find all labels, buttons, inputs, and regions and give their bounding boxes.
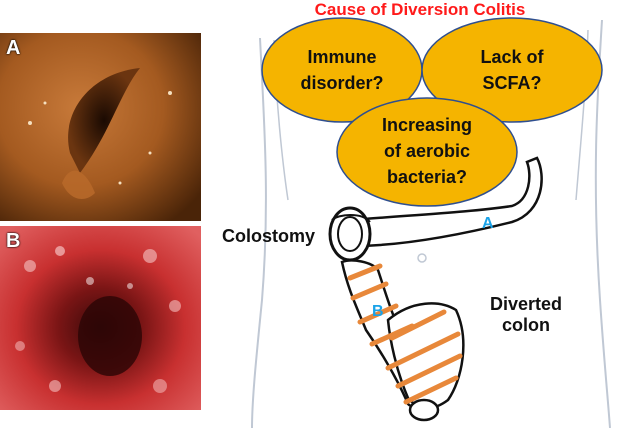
torso-outline <box>251 37 267 428</box>
cause-scfa: Lack of SCFA? <box>452 44 572 96</box>
colostomy-label: Colostomy <box>222 226 316 246</box>
cause-aerobic-line3: bacteria? <box>386 167 468 187</box>
photo-b-label: B <box>6 230 21 252</box>
colon-segment-a <box>351 156 543 248</box>
cause-scfa-line2: SCFA? <box>482 73 542 93</box>
navel <box>417 253 427 263</box>
cause-immune: Immune disorder? <box>282 44 402 96</box>
inflammation-stripes <box>347 263 463 405</box>
cause-immune-line2: disorder? <box>300 73 384 93</box>
segment-a-label: A <box>482 215 494 232</box>
abdomen-diagram <box>251 17 611 428</box>
diverted-colon-label: Diverted colon <box>486 294 566 336</box>
cause-scfa-line1: Lack of <box>480 47 544 67</box>
cause-aerobic-line1: Increasing <box>381 115 473 135</box>
cause-immune-line1: Immune <box>307 47 377 67</box>
cause-bubbles <box>261 17 603 207</box>
cause-aerobic-line2: of aerobic <box>383 141 471 161</box>
endoscopy-photo-b: B <box>0 226 201 410</box>
bubble-scfa <box>421 17 603 123</box>
diagram-title: Cause of Diversion Colitis <box>314 0 526 19</box>
cause-aerobic: Increasing of aerobic bacteria? <box>357 112 497 190</box>
diverted-label-line2: colon <box>502 315 550 335</box>
endoscopy-photo-a: A <box>0 33 201 221</box>
segment-b-label: B <box>372 303 384 320</box>
diverted-label-line1: Diverted <box>489 294 563 314</box>
photo-a-label: A <box>6 37 21 59</box>
bubble-aerobic <box>336 97 518 207</box>
